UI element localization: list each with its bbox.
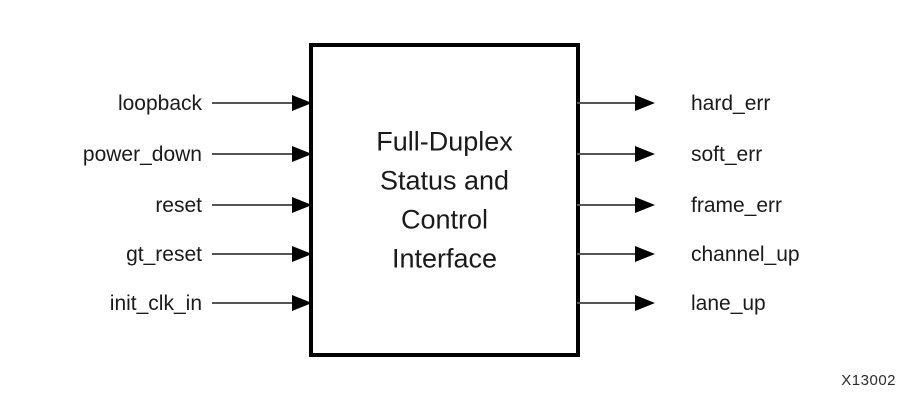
output-signals-group: hard_err soft_err frame_err channel_up lane_…	[577, 92, 800, 315]
block-title-line: Status and	[380, 166, 509, 196]
output-arrow-icon	[635, 197, 655, 213]
input-signal-row: gt_reset	[126, 243, 312, 266]
figure-id-label: X13002	[841, 372, 896, 389]
block-title-line: Control	[401, 205, 488, 235]
input-signal-row: reset	[155, 194, 312, 217]
input-signal-row: loopback	[118, 92, 312, 115]
output-signal-label: channel_up	[691, 243, 800, 266]
output-signal-label: frame_err	[691, 194, 782, 217]
output-arrow-icon	[635, 95, 655, 111]
output-signal-row: channel_up	[577, 243, 800, 266]
input-arrow-icon	[292, 95, 312, 111]
output-signal-row: lane_up	[577, 292, 766, 315]
input-signal-label: reset	[155, 194, 202, 217]
input-arrow-icon	[292, 197, 312, 213]
output-signal-label: soft_err	[691, 143, 762, 166]
block-title-line: Full-Duplex	[376, 127, 513, 157]
output-arrow-icon	[635, 295, 655, 311]
output-signal-row: hard_err	[577, 92, 770, 115]
output-signal-row: frame_err	[577, 194, 782, 217]
input-signal-row: power_down	[83, 143, 312, 166]
output-signal-row: soft_err	[577, 143, 762, 166]
input-signal-label: loopback	[118, 92, 203, 115]
input-signal-label: init_clk_in	[110, 292, 202, 315]
output-signal-label: lane_up	[691, 292, 766, 315]
output-arrow-icon	[635, 246, 655, 262]
output-arrow-icon	[635, 146, 655, 162]
input-signal-label: gt_reset	[126, 243, 202, 266]
input-arrow-icon	[292, 295, 312, 311]
input-signal-row: init_clk_in	[110, 292, 312, 315]
functional-block-rect	[309, 43, 580, 357]
input-signal-label: power_down	[83, 143, 202, 166]
block-title-line: Interface	[392, 244, 497, 274]
input-arrow-icon	[292, 146, 312, 162]
input-arrow-icon	[292, 246, 312, 262]
output-signal-label: hard_err	[691, 92, 770, 115]
